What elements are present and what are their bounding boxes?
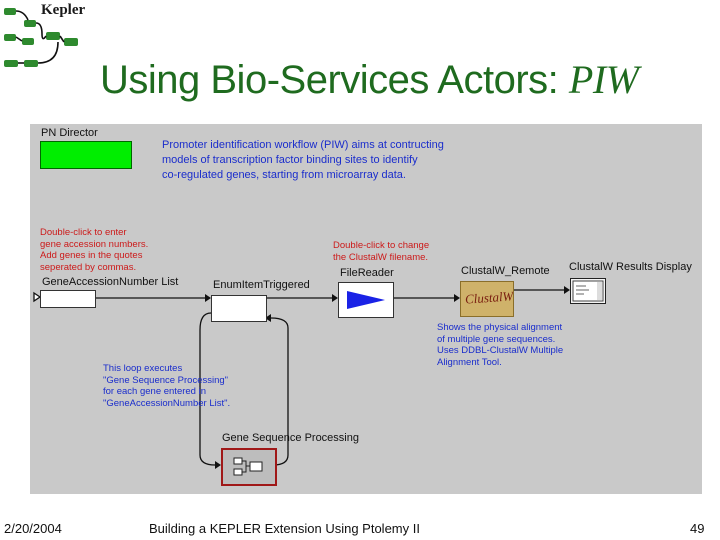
display-window-icon — [572, 280, 604, 302]
note-line: "GeneAccessionNumber List". — [103, 397, 231, 409]
description-line: Promoter identification workflow (PIW) a… — [162, 139, 444, 151]
description-line: models of transcription factor binding s… — [162, 154, 418, 166]
results-display-label: ClustalW Results Display — [569, 261, 692, 273]
gene-input-note: Double-click to enter gene accession num… — [40, 227, 148, 273]
workflow-description: Promoter identification workflow (PIW) a… — [162, 138, 444, 183]
director-label: PN Director — [41, 127, 98, 139]
note-line: "Gene Sequence Processing" — [103, 374, 229, 386]
enum-label: EnumItemTriggered — [213, 279, 310, 291]
file-reader-actor[interactable] — [338, 282, 394, 318]
gene-processing-label: Gene Sequence Processing — [222, 432, 359, 444]
footer-date: 2/20/2004 — [4, 521, 62, 536]
slide-title: Using Bio-Services Actors: PIW — [100, 56, 639, 103]
clustal-remote-label: ClustalW_Remote — [461, 265, 550, 277]
note-line: Shows the physical alignment — [437, 322, 563, 333]
description-line: co-regulated genes, starting from microa… — [162, 169, 406, 181]
note-line: gene accession numbers. — [40, 238, 149, 250]
loop-note: This loop executes "Gene Sequence Proces… — [103, 363, 230, 409]
results-display-actor[interactable] — [570, 278, 606, 304]
note-line: Uses DDBL-ClustalW Multiple — [437, 345, 564, 356]
note-line: This loop executes — [103, 363, 183, 374]
note-line: of multiple gene sequences. — [437, 333, 556, 345]
link-loop-out — [270, 317, 289, 466]
logo-text: Kepler — [41, 2, 86, 18]
note-line: seperated by commas. — [40, 261, 137, 273]
clustalw-icon-text: ClustalW — [464, 288, 514, 307]
enum-item-triggered-actor[interactable] — [211, 295, 267, 322]
pn-director[interactable] — [40, 141, 132, 169]
page-number: 49 — [690, 521, 705, 536]
gene-list-label: GeneAccessionNumber List — [42, 276, 179, 288]
note-line: Double-click to change — [333, 240, 430, 251]
slide-title-main: Using Bio-Services Actors: — [100, 58, 569, 102]
clustalw-remote-actor[interactable]: ClustalW — [460, 281, 514, 317]
note-line: Alignment Tool. — [437, 356, 502, 368]
gene-accession-list-actor[interactable] — [40, 290, 96, 308]
kepler-logo — [4, 8, 78, 67]
slide-title-italic: PIW — [568, 57, 639, 102]
footer-title: Building a KEPLER Extension Using Ptolem… — [149, 521, 420, 536]
composite-actor-icon — [233, 457, 263, 476]
gene-sequence-processing-actor[interactable] — [221, 448, 277, 486]
filename-note: Double-click to change the ClustalW file… — [333, 240, 429, 263]
note-line: the ClustalW filename. — [333, 251, 429, 263]
alignment-note: Shows the physical alignment of multiple… — [437, 322, 563, 368]
link-loop-return — [199, 312, 216, 466]
file-reader-label: FileReader — [340, 267, 394, 279]
note-line: Double-click to enter — [40, 227, 127, 238]
note-line: for each gene entered in — [103, 386, 206, 397]
play-arrow-icon — [347, 291, 385, 309]
note-line: Add genes in the quotes — [40, 250, 143, 261]
gene-list-input-port — [33, 291, 42, 303]
